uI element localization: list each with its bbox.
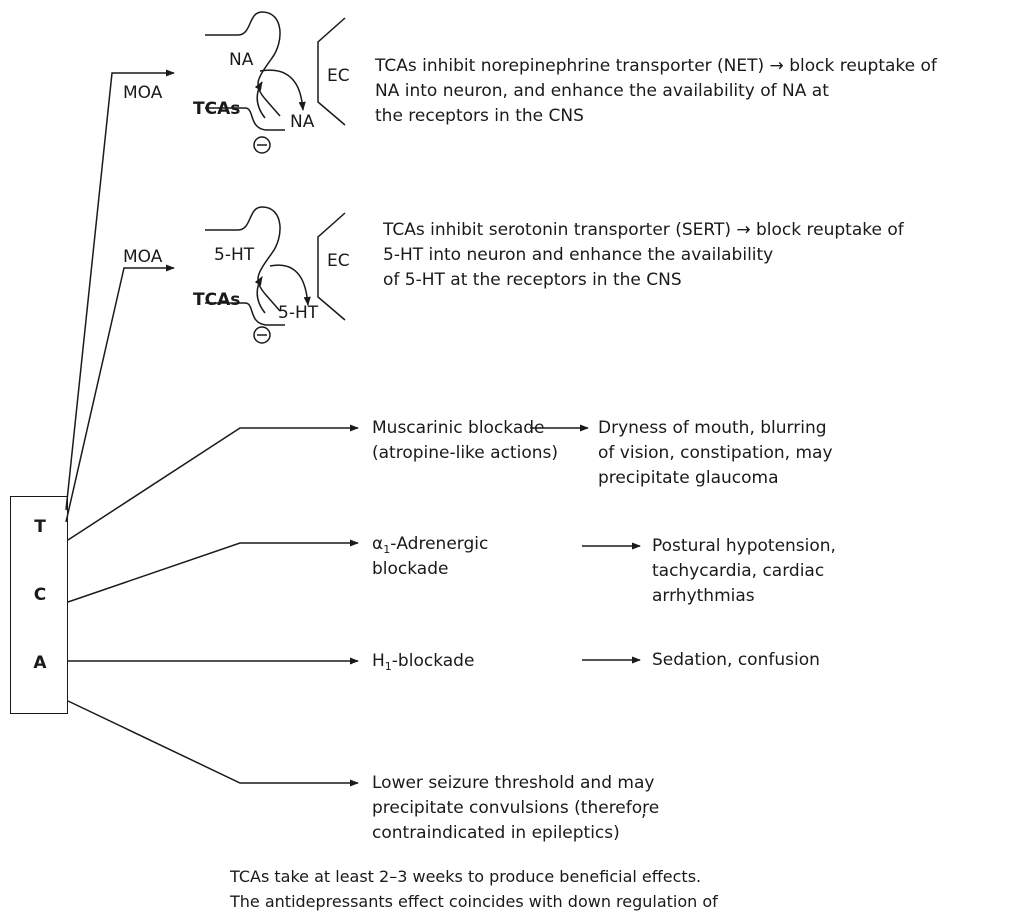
5ht-top-label: 5-HT xyxy=(214,245,255,265)
ne-desc-line-1: TCAs inhibit norepinephrine transporter … xyxy=(375,56,937,76)
h1-outcome: Sedation, confusion xyxy=(652,650,820,670)
5ht-desc-line-1: TCAs inhibit serotonin transporter (SERT… xyxy=(383,220,904,240)
h1-label: H1-blockade xyxy=(372,650,474,672)
ne-desc-line-2: NA into neuron, and enhance the availabi… xyxy=(375,81,829,101)
muscarinic-outcome-1: Dryness of mouth, blurring xyxy=(598,418,827,438)
muscarinic-line-2: (atropine-like actions) xyxy=(372,443,558,463)
na-bottom-label: NA xyxy=(290,112,315,132)
neuron-ne xyxy=(205,11,346,154)
alpha-subscript: 1 xyxy=(383,543,391,556)
neuron-5ht xyxy=(205,206,346,344)
tcas-label-ne: TCAs xyxy=(193,99,241,119)
seizure-line-3: contraindicated in epileptics) xyxy=(372,823,620,843)
seizure-line-2: precipitate convulsions (therefore xyxy=(372,798,660,818)
alpha-symbol: α xyxy=(372,534,384,554)
alpha1-outcome-3: arrhythmias xyxy=(652,586,755,606)
alpha1-outcome-2: tachycardia, cardiac xyxy=(652,561,825,581)
ec-label-5ht: EC xyxy=(327,251,350,271)
seizure-comma: , xyxy=(641,801,647,821)
muscarinic-outcome-3: precipitate glaucoma xyxy=(598,468,779,488)
alpha1-line-1: α1-Adrenergic xyxy=(372,533,488,555)
tcas-label-5ht: TCAs xyxy=(193,290,241,310)
seizure-branch xyxy=(67,700,359,787)
muscarinic-outcome-2: of vision, constipation, may xyxy=(598,443,833,463)
footnote-line-2: The antidepressants effect coincides wit… xyxy=(230,892,718,911)
na-top-label: NA xyxy=(229,50,254,70)
ne-desc-line-3: the receptors in the CNS xyxy=(375,106,584,126)
moa-label-ne: MOA xyxy=(123,83,163,103)
5ht-desc-line-3: of 5-HT at the receptors in the CNS xyxy=(383,270,682,290)
alpha1-line-1-rest: -Adrenergic xyxy=(390,534,489,554)
footnote-line-1: TCAs take at least 2–3 weeks to produce … xyxy=(230,867,702,886)
muscarinic-line-1: Muscarinic blockade xyxy=(372,418,545,438)
alpha1-line-2: blockade xyxy=(372,559,449,579)
h1-rest: -blockade xyxy=(391,651,475,671)
muscarinic-branch xyxy=(67,424,359,541)
tca-letter-a: A xyxy=(33,653,47,673)
alpha1-outcome-1: Postural hypotension, xyxy=(652,536,836,556)
moa-5ht-arrow xyxy=(65,264,175,523)
tca-box: T C A xyxy=(10,496,68,714)
5ht-bottom-label: 5-HT xyxy=(278,303,319,323)
seizure-line-1: Lower seizure threshold and may xyxy=(372,773,655,793)
ec-label-ne: EC xyxy=(327,66,350,86)
h1-subscript: 1 xyxy=(384,660,392,673)
tca-letter-c: C xyxy=(33,585,47,605)
5ht-desc-line-2: 5-HT into neuron and enhance the availab… xyxy=(383,245,774,265)
h1-prefix: H xyxy=(372,651,385,671)
alpha1-branch xyxy=(67,539,359,603)
moa-label-5ht: MOA xyxy=(123,247,163,267)
tca-letter-t: T xyxy=(34,517,46,537)
moa-ne-arrow xyxy=(65,69,175,511)
